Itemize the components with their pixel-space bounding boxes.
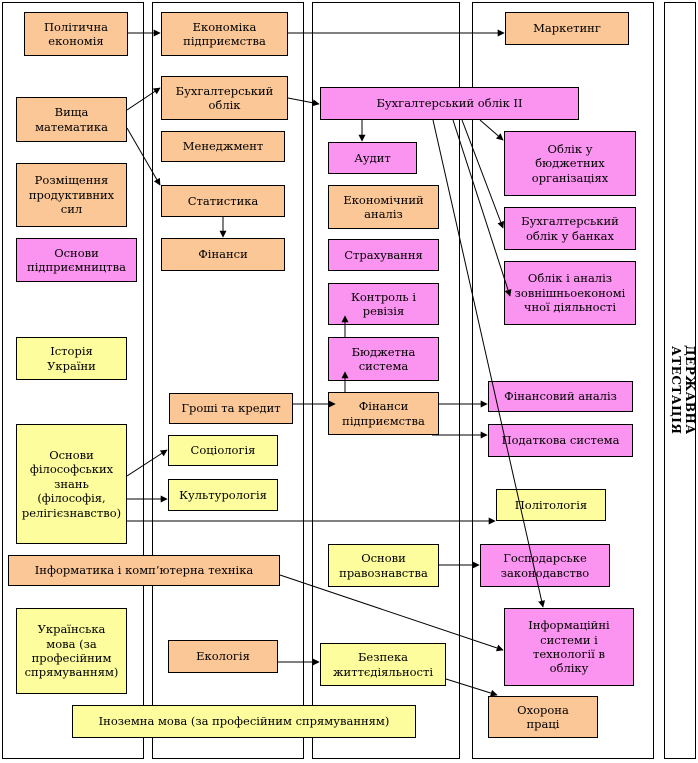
economic-analysis: Економічний аналіз (328, 185, 439, 229)
information-systems-accounting: Інформаційні системи і технології в облі… (504, 608, 634, 686)
accounting: Бухгалтерський облік (161, 76, 288, 120)
management: Менеджмент (161, 131, 285, 162)
entrepreneurship-basics: Основи підприємництва (16, 238, 137, 282)
life-safety: Безпека життєдіяльності (320, 643, 446, 686)
column-5 (664, 2, 696, 759)
statistics: Статистика (161, 185, 285, 217)
ecology: Екологія (168, 640, 278, 673)
informatics-computers: Інформатика і комп’ютерна техніка (8, 555, 280, 586)
labor-protection: Охорона праці (488, 696, 598, 738)
insurance: Страхування (328, 239, 439, 271)
sociology: Соціологія (168, 435, 278, 466)
column-2 (152, 2, 304, 759)
foreign-economic-accounting: Облік і аналіз зовнішньоекономі чної дія… (504, 261, 636, 325)
finance: Фінанси (161, 238, 285, 271)
political-economy: Політична економія (24, 12, 128, 56)
enterprise-finance: Фінанси підприємства (328, 392, 439, 435)
higher-mathematics: Вища математика (16, 97, 127, 142)
budget-system: Бюджетна система (328, 337, 439, 381)
bank-accounting: Бухгалтерський облік у банках (504, 207, 636, 250)
budget-organizations-accounting: Облік у бюджетних організаціях (504, 131, 636, 196)
marketing: Маркетинг (505, 12, 629, 45)
tax-system: Податкова система (488, 424, 633, 457)
audit: Аудит (328, 142, 417, 174)
money-and-credit: Гроші та кредит (169, 393, 293, 424)
enterprise-economics: Економіка підприємства (161, 12, 288, 56)
financial-analysis: Фінансовий аналіз (488, 381, 633, 412)
foreign-language: Іноземна мова (за професійним спрямуванн… (72, 705, 416, 738)
political-science: Політологія (496, 489, 606, 521)
law-basics: Основи правознавства (328, 544, 439, 587)
history-of-ukraine: Історія України (16, 337, 127, 380)
control-and-revision: Контроль і ревізія (328, 283, 439, 325)
accounting-ii: Бухгалтерський облік ІІ (320, 87, 579, 120)
economic-law: Господарське законодавство (480, 544, 610, 587)
state-attestation-label: ДЕРЖАВНА АТЕСТАЦІЯ (669, 345, 697, 435)
culturology: Культурологія (168, 479, 278, 511)
ukrainian-language: Українська мова (за професійним спрямува… (16, 608, 127, 694)
productive-forces-placement: Розміщення продуктивних сил (16, 163, 127, 227)
philosophy-basics: Основи філософських знань (філософія, ре… (16, 424, 127, 544)
